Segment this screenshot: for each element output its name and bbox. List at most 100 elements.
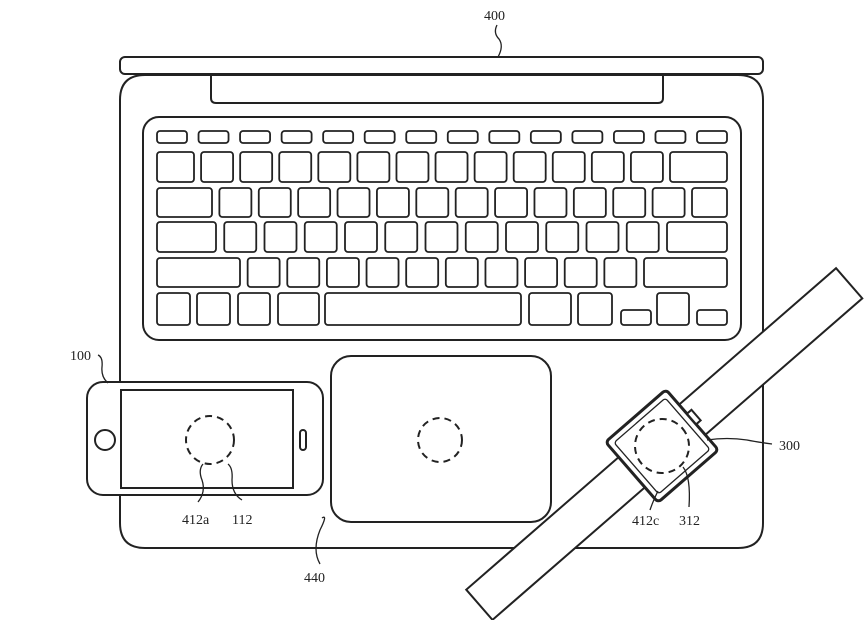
label-312: 312 [679, 514, 700, 529]
key [473, 151, 508, 183]
key [696, 130, 728, 144]
key [603, 257, 638, 288]
label-300: 300 [779, 439, 800, 454]
key [156, 187, 213, 218]
key [434, 151, 469, 183]
key [405, 257, 440, 288]
key [666, 221, 728, 253]
phone-coil-circle [185, 415, 235, 465]
leader-112 [227, 463, 243, 501]
leader-312 [682, 466, 691, 508]
leader-100 [97, 354, 109, 384]
leader-400 [494, 24, 502, 58]
key [156, 130, 188, 144]
watch-coil-circle [634, 417, 690, 474]
trackpad [330, 355, 552, 523]
key [263, 221, 298, 253]
key [669, 151, 728, 183]
key [200, 151, 234, 183]
key [625, 221, 660, 253]
key [395, 151, 430, 183]
leader-412a [197, 463, 204, 503]
key [239, 151, 274, 183]
key [551, 151, 586, 183]
key [218, 187, 253, 218]
key [246, 257, 281, 288]
key [529, 130, 562, 144]
key [488, 130, 521, 144]
leader-300 [706, 437, 773, 445]
watch-screen [614, 398, 710, 494]
label-412a: 412a [182, 513, 210, 528]
key [533, 187, 568, 218]
home-button [94, 429, 116, 451]
key [317, 151, 352, 183]
key [156, 221, 217, 253]
key [444, 257, 479, 288]
key [585, 221, 620, 253]
key [239, 130, 271, 144]
key [630, 151, 664, 183]
key [376, 187, 410, 218]
key [620, 309, 652, 326]
key [363, 130, 396, 144]
phone-screen [120, 389, 294, 489]
watch-crown [685, 408, 703, 426]
key [572, 187, 607, 218]
key [326, 257, 360, 288]
key [590, 151, 625, 183]
key [237, 292, 271, 326]
leader-440 [315, 516, 326, 565]
key [528, 292, 572, 326]
laptop [119, 56, 764, 549]
key [197, 130, 230, 144]
trackpad-coil-circle [417, 417, 463, 463]
key [297, 187, 332, 218]
laptop-lid [119, 56, 764, 75]
label-400: 400 [484, 9, 505, 24]
watch [464, 266, 864, 620]
phone [86, 381, 324, 496]
key [365, 257, 400, 288]
key [612, 187, 647, 218]
key [257, 187, 292, 218]
key [277, 292, 320, 326]
key [278, 151, 313, 183]
key [691, 187, 728, 218]
key [643, 257, 728, 288]
key [494, 187, 528, 218]
key [303, 221, 338, 253]
key [336, 187, 371, 218]
key [156, 257, 241, 288]
key [156, 292, 191, 326]
key [545, 221, 580, 253]
key [651, 187, 686, 218]
label-112: 112 [232, 513, 252, 528]
keyboard-well [142, 116, 742, 341]
key [405, 130, 438, 144]
key [196, 292, 231, 326]
speaker-slot [299, 429, 307, 451]
label-100: 100 [70, 349, 91, 364]
key [322, 130, 355, 144]
key [324, 292, 522, 326]
key [286, 257, 321, 288]
key [223, 221, 258, 253]
leader-lines [97, 24, 773, 565]
key [484, 257, 519, 288]
key [563, 257, 598, 288]
label-412c: 412c [632, 514, 659, 529]
key [424, 221, 459, 253]
key [446, 130, 479, 144]
key [613, 130, 645, 144]
key [577, 292, 613, 326]
leader-412c [649, 490, 659, 511]
phone-body [86, 381, 324, 496]
key [280, 130, 313, 144]
key [512, 151, 547, 183]
key [571, 130, 604, 144]
key [384, 221, 419, 253]
key [356, 151, 391, 183]
key [654, 130, 687, 144]
